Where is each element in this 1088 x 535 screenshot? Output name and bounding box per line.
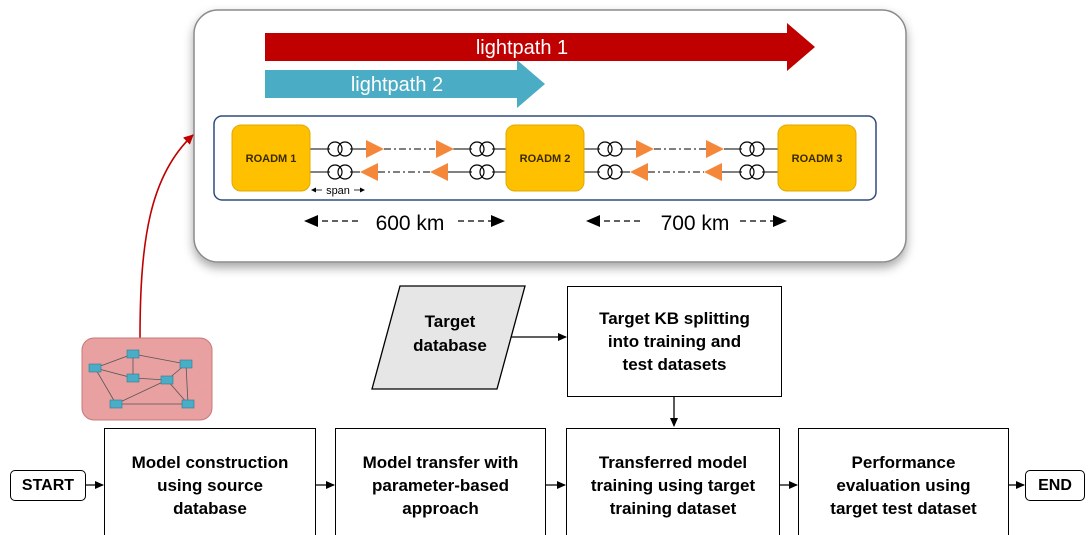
end-box: END (1025, 470, 1085, 501)
start-label: START (21, 477, 75, 494)
step-model-construction: Model construction using source database (104, 428, 316, 535)
step-model-transfer: Model transfer with parameter-based appr… (335, 428, 546, 535)
distance-label-1: 600 km (376, 212, 445, 235)
link-box (213, 115, 877, 201)
start-box: START (10, 470, 86, 501)
step-transferred-model-training: Transferred model training using target … (566, 428, 780, 535)
step-3-line1: Transferred model (598, 453, 748, 472)
step-2-line2: parameter-based (371, 476, 509, 495)
roadm-1: ROADM 1 (231, 124, 311, 192)
network-topology-icon (81, 337, 213, 421)
target-database-line1: Target (424, 312, 476, 331)
distance-marker-1 (304, 215, 505, 227)
distance-label-2: 700 km (661, 212, 730, 235)
target-split-line2: into training and (607, 332, 742, 351)
red-curve-arrow (139, 134, 194, 339)
step-performance-evaluation: Performance evaluation using target test… (798, 428, 1009, 535)
roadm-2-label: ROADM 2 (520, 153, 571, 165)
step-4-line3: target test dataset (830, 499, 977, 518)
step-4-line2: evaluation using (836, 476, 971, 495)
end-label: END (1038, 477, 1072, 494)
roadm-1-label: ROADM 1 (246, 153, 297, 165)
target-split-line1: Target KB splitting (599, 309, 750, 328)
target-database-line2: database (413, 336, 487, 355)
target-database-shape (371, 285, 526, 390)
step-4-line1: Performance (851, 453, 956, 472)
span-label: span (326, 185, 350, 197)
flow-arrows (86, 333, 1025, 489)
distance-marker-2 (586, 215, 787, 227)
target-split-line3: test datasets (622, 355, 727, 374)
step-3-line3: training dataset (609, 499, 737, 518)
roadm-3-label: ROADM 3 (792, 153, 843, 165)
lightpath-2-label: lightpath 2 (351, 74, 443, 96)
target-database: Target database (390, 310, 510, 358)
amplifier-icons (360, 140, 724, 181)
target-split-box: Target KB splitting into training and te… (567, 286, 782, 397)
step-1-line2: using source (157, 476, 263, 495)
step-1-line1: Model construction (131, 453, 289, 472)
span-marker: span (311, 185, 365, 197)
step-3-line2: training using target (590, 476, 756, 495)
lightpath-1-arrow: lightpath 1 (265, 23, 815, 71)
fiber-coil-icons (327, 141, 765, 180)
step-2-line3: approach (402, 499, 479, 518)
step-1-line3: database (173, 499, 247, 518)
lightpath-1-label: lightpath 1 (476, 37, 568, 59)
lightpath-2-arrow: lightpath 2 (265, 60, 545, 108)
roadm-2: ROADM 2 (505, 124, 585, 192)
step-2-line1: Model transfer with (362, 453, 519, 472)
roadm-3: ROADM 3 (777, 124, 857, 192)
